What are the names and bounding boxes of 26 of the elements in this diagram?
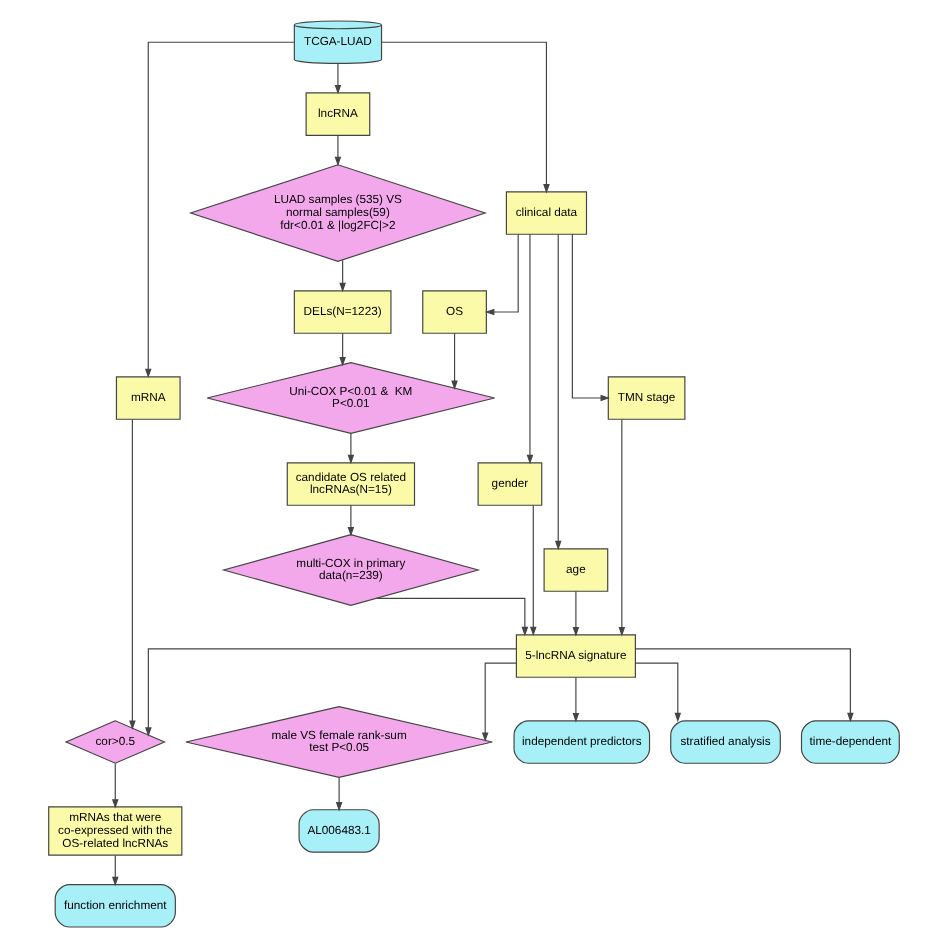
arrow xyxy=(375,597,529,637)
arrow xyxy=(339,259,346,293)
arrow xyxy=(572,590,580,637)
arrow xyxy=(481,662,517,742)
arrow xyxy=(634,662,682,723)
arrow xyxy=(347,504,355,537)
arrow xyxy=(129,418,136,730)
arrow xyxy=(334,135,342,167)
arrow xyxy=(111,854,119,887)
arrow xyxy=(144,41,295,379)
arrow xyxy=(111,762,119,809)
arrow xyxy=(145,648,517,737)
arrow xyxy=(451,332,458,390)
arrow xyxy=(571,233,610,402)
arrow xyxy=(381,41,550,194)
arrow xyxy=(526,233,534,465)
arrow xyxy=(347,432,355,465)
arrow xyxy=(484,233,519,316)
arrow xyxy=(334,63,342,95)
arrow xyxy=(572,676,580,723)
arrow xyxy=(634,648,854,723)
arrow xyxy=(530,504,537,637)
arrow xyxy=(618,419,626,637)
arrow xyxy=(335,777,343,812)
arrow xyxy=(339,332,346,367)
arrow xyxy=(554,233,562,551)
